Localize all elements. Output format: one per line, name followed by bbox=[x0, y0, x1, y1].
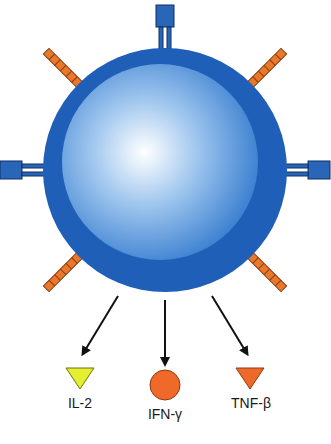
cytokine-circle bbox=[150, 370, 180, 400]
cell-membrane bbox=[43, 48, 287, 292]
cytokine-label: IL-2 bbox=[68, 395, 92, 411]
cytokine-label: TNF-β bbox=[231, 395, 271, 411]
nucleus bbox=[62, 64, 258, 260]
receptors bbox=[0, 5, 330, 292]
cytokine-triangle bbox=[66, 368, 94, 389]
cytokine-label: IFN-γ bbox=[148, 406, 182, 422]
secretion-arrow bbox=[84, 296, 118, 352]
secretion-arrow bbox=[164, 300, 166, 362]
cytokine-triangle bbox=[236, 368, 264, 389]
secretion-arrow bbox=[212, 296, 246, 352]
